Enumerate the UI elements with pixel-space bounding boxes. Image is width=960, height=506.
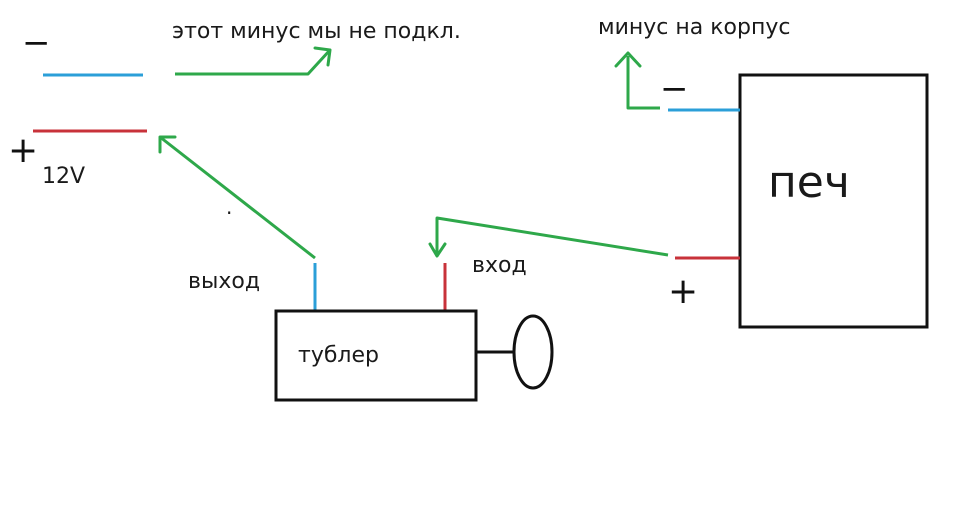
input-label: вход — [472, 253, 527, 278]
output-label: выход — [188, 269, 260, 294]
battery-minus-sign: − — [22, 23, 51, 63]
minus-to-chassis-arrowhead — [614, 51, 642, 68]
heater-label: печ — [768, 157, 850, 208]
heater-plus-to-input-arrowhead — [428, 242, 447, 258]
unused-minus-note: этот минус мы не подкл. — [172, 19, 461, 44]
minus-to-chassis-label: минус на корпус — [598, 15, 790, 40]
voltage-label: 12V — [42, 164, 85, 189]
heater-minus-sign: − — [660, 69, 689, 109]
battery-plus-sign: + — [8, 130, 38, 171]
heater-box — [738, 73, 929, 329]
toggle-switch-box — [274, 309, 478, 402]
output-to-plus-arrow — [159, 135, 316, 260]
heater-plus-sign: + — [668, 271, 698, 312]
unused-minus-arrow — [175, 48, 332, 76]
heater-plus-to-input-arrow — [435, 216, 669, 257]
minus-to-chassis-arrow — [626, 56, 660, 110]
unused-minus-arrowhead — [313, 46, 332, 67]
toggle-knob — [512, 314, 554, 390]
stray-dot: . — [226, 195, 232, 219]
toggle-label: тублер — [298, 343, 379, 368]
output-to-plus-arrowhead — [158, 135, 177, 154]
